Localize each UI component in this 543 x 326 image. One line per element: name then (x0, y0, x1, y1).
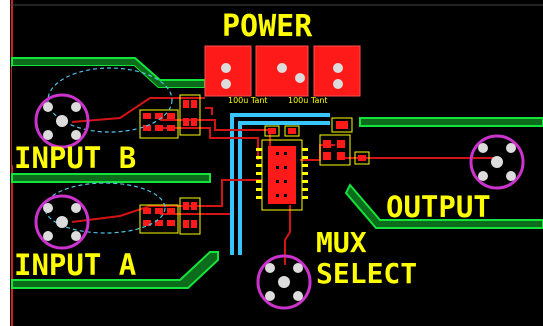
label-select: SELECT (316, 257, 417, 290)
connector-output (469, 134, 525, 190)
copper-planes (11, 57, 543, 289)
ic-chip-icon (256, 139, 308, 211)
label-input-b: INPUT B (14, 141, 136, 175)
sma-connector-icon (34, 194, 90, 250)
plane-bottom-left-strip (11, 251, 219, 289)
left-margin (0, 0, 10, 326)
plane-right-bottom-strip (344, 183, 543, 229)
connector-input-b (34, 93, 90, 149)
connector-input-a (34, 194, 90, 250)
decoupling-cluster (264, 125, 300, 137)
plane-mid-left-strip (11, 173, 211, 183)
input-b-network (139, 94, 201, 139)
keepout-outlines (44, 67, 173, 234)
output-network (319, 117, 370, 166)
sma-connector-icon (256, 254, 312, 310)
label-mux: MUX (316, 226, 367, 259)
label-input-a: INPUT A (14, 248, 136, 282)
plane-right-top-strip (359, 117, 543, 127)
connector-mux-select (256, 254, 312, 310)
cap-label-2: 100u Tant (288, 96, 328, 105)
sma-connector-icon (34, 93, 90, 149)
label-output: OUTPUT (386, 190, 491, 224)
input-a-network (139, 197, 201, 235)
input-b-clear (12, 66, 212, 165)
cap-label-1: 100u Tant (228, 96, 268, 105)
label-power: POWER (222, 9, 313, 44)
smd-components (139, 94, 370, 235)
power-trace (230, 113, 330, 255)
sma-connector-icon (469, 134, 525, 190)
power-capacitors: 100u Tant 100u Tant (204, 45, 361, 105)
